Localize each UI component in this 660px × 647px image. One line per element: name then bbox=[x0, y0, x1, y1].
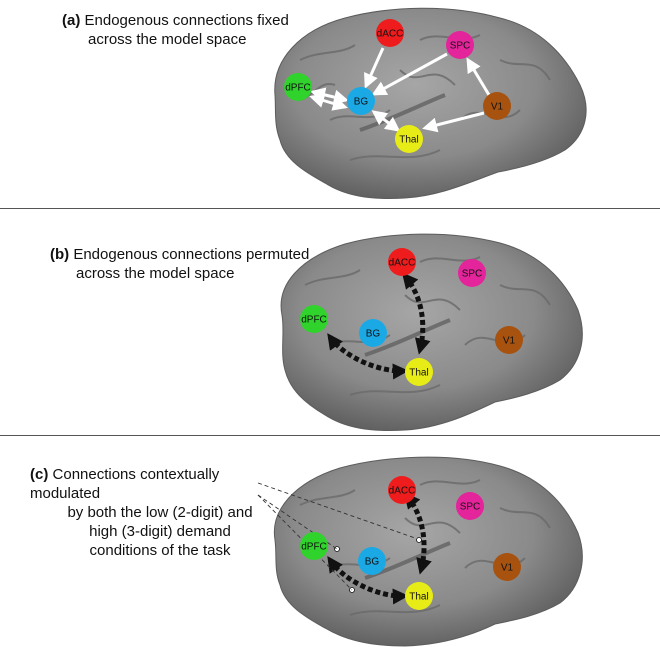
modulation-dot-3 bbox=[416, 537, 422, 543]
node-v1-label: V1 bbox=[491, 102, 504, 113]
panel-b: (b) Endogenous connections permuted acro… bbox=[0, 209, 660, 434]
panel-a-tag: (a) bbox=[62, 12, 81, 29]
panel-b-caption: (b) Endogenous connections permuted acro… bbox=[50, 245, 309, 283]
node-v1-circle bbox=[493, 553, 521, 581]
node-dpfc-circle bbox=[300, 532, 328, 560]
node-v1-circle bbox=[483, 92, 511, 120]
panel-b-caption-line-2: across the model space bbox=[76, 265, 235, 282]
node-spc-a: SPC bbox=[446, 31, 474, 59]
node-thal-circle bbox=[405, 582, 433, 610]
panel-a-connections bbox=[309, 47, 491, 133]
panel-c-caption-line-3: high (3-digit) demand bbox=[89, 523, 231, 540]
node-spc-label: SPC bbox=[462, 269, 483, 280]
panel-c-caption-line-4: conditions of the task bbox=[89, 542, 231, 559]
node-dacc-circle bbox=[376, 19, 404, 47]
panel-b-tag: (b) bbox=[50, 246, 70, 263]
panel-c-caption-line-2: by both the low (2-digit) and bbox=[67, 504, 253, 521]
arrow-v1-to-thal bbox=[422, 111, 485, 133]
node-thal-label: Thal bbox=[409, 368, 428, 379]
node-dpfc-b: dPFC bbox=[300, 305, 328, 333]
node-thal-label: Thal bbox=[399, 135, 418, 146]
node-v1-label: V1 bbox=[503, 336, 516, 347]
node-spc-label: SPC bbox=[450, 41, 471, 52]
modulation-dot-1 bbox=[334, 546, 340, 552]
arrow-dacc-thal-b bbox=[401, 272, 431, 355]
node-dpfc-circle bbox=[284, 73, 312, 101]
arrow-dpfc-thal-b bbox=[327, 333, 409, 380]
panel-c-caption: (c) Connections contextually modulated b… bbox=[30, 465, 270, 560]
panel-a: (a) Endogenous connections fixed across … bbox=[0, 0, 660, 207]
node-dacc-label: dACC bbox=[389, 486, 416, 497]
node-dpfc-circle bbox=[300, 305, 328, 333]
node-dacc-b: dACC bbox=[388, 248, 416, 276]
node-spc-b: SPC bbox=[458, 259, 486, 287]
node-v1-a: V1 bbox=[483, 92, 511, 120]
node-thal-circle bbox=[395, 125, 423, 153]
node-dacc-c: dACC bbox=[388, 476, 416, 504]
divider-1 bbox=[0, 208, 660, 209]
node-dacc-a: dACC bbox=[376, 19, 404, 47]
panel-b-connections bbox=[327, 272, 431, 380]
panel-c-tag: (c) bbox=[30, 466, 49, 483]
node-v1-label: V1 bbox=[501, 563, 514, 574]
panel-c-connections bbox=[327, 492, 432, 605]
node-thal-a: Thal bbox=[395, 125, 423, 153]
panel-c: (c) Connections contextually modulated b… bbox=[0, 436, 660, 647]
panel-b-caption-line-1: Endogenous connections permuted bbox=[73, 246, 310, 263]
node-dpfc-label: dPFC bbox=[301, 542, 327, 553]
node-v1-b: V1 bbox=[495, 326, 523, 354]
arrow-spc-to-bg bbox=[371, 52, 448, 96]
node-bg-circle bbox=[358, 547, 386, 575]
arrow-dpfc-bg-lower bbox=[309, 93, 348, 111]
node-bg-label: BG bbox=[354, 97, 369, 108]
brain-b bbox=[280, 233, 583, 431]
panel-c-caption-line-1: Connections contextually modulated bbox=[30, 466, 220, 502]
node-spc-label: SPC bbox=[460, 502, 481, 513]
node-spc-circle bbox=[458, 259, 486, 287]
node-dpfc-label: dPFC bbox=[285, 83, 311, 94]
node-thal-circle bbox=[405, 358, 433, 386]
arrow-dacc-to-bg bbox=[364, 47, 385, 89]
node-spc-circle bbox=[446, 31, 474, 59]
node-v1-circle bbox=[495, 326, 523, 354]
node-dacc-label: dACC bbox=[389, 258, 416, 269]
divider-2 bbox=[0, 435, 660, 436]
node-dacc-circle bbox=[388, 248, 416, 276]
node-thal-b: Thal bbox=[405, 358, 433, 386]
node-bg-label: BG bbox=[365, 557, 380, 568]
node-bg-b: BG bbox=[359, 319, 387, 347]
node-spc-c: SPC bbox=[456, 492, 484, 520]
node-dpfc-a: dPFC bbox=[284, 73, 312, 101]
node-spc-circle bbox=[456, 492, 484, 520]
node-dacc-circle bbox=[388, 476, 416, 504]
node-bg-label: BG bbox=[366, 329, 381, 340]
node-dpfc-c: dPFC bbox=[300, 532, 328, 560]
panel-a-caption: (a) Endogenous connections fixed across … bbox=[62, 11, 289, 49]
node-bg-a: BG bbox=[347, 87, 375, 115]
arrow-dpfc-thal-c bbox=[327, 556, 409, 605]
node-bg-circle bbox=[347, 87, 375, 115]
panel-a-caption-line-2: across the model space bbox=[88, 31, 247, 48]
node-bg-circle bbox=[359, 319, 387, 347]
arrow-dacc-thal-c bbox=[403, 492, 432, 575]
node-thal-label: Thal bbox=[409, 592, 428, 603]
brain-a bbox=[274, 7, 587, 199]
arrow-v1-to-spc bbox=[466, 57, 491, 96]
arrow-bg-thal bbox=[371, 110, 401, 132]
brain-b-surface bbox=[280, 233, 583, 431]
node-v1-c: V1 bbox=[493, 553, 521, 581]
panel-a-caption-line-1: Endogenous connections fixed bbox=[84, 12, 289, 29]
node-dacc-label: dACC bbox=[377, 29, 404, 40]
node-dpfc-label: dPFC bbox=[301, 315, 327, 326]
node-thal-c: Thal bbox=[405, 582, 433, 610]
brain-a-surface bbox=[274, 7, 587, 199]
node-bg-c: BG bbox=[358, 547, 386, 575]
